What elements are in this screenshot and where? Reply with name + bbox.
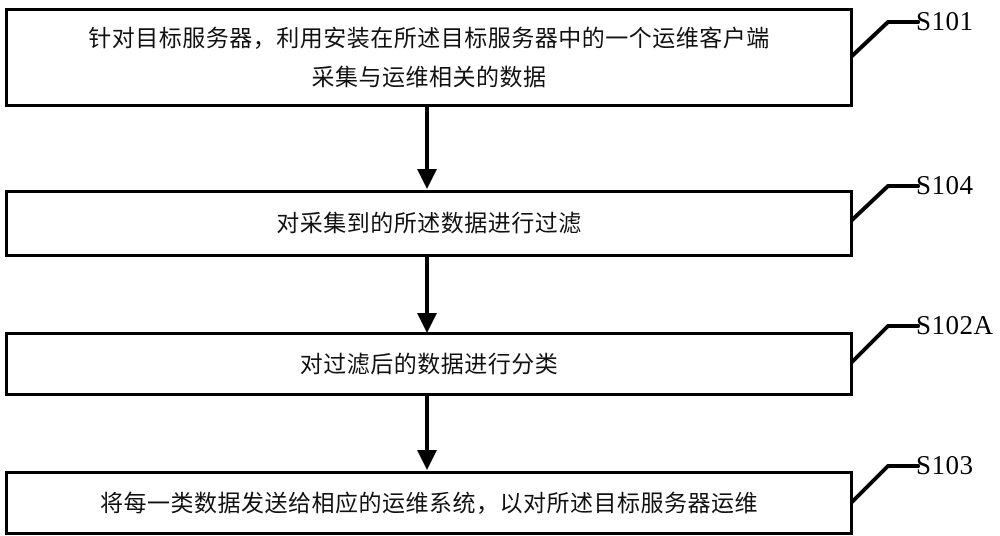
step-box-s102a: 对过滤后的数据进行分类 xyxy=(5,332,853,396)
step-text-s104: 对采集到的所述数据进行过滤 xyxy=(276,210,582,236)
step-text-s102a: 对过滤后的数据进行分类 xyxy=(299,350,559,377)
step-label-s104: S104 xyxy=(916,170,974,200)
step-text-s101: 针对目标服务器，利用安装在所述目标服务器中的一个运维客户端 采集与运维相关的数据 xyxy=(88,24,770,90)
connector-s102a-s103 xyxy=(405,396,449,474)
step-box-s103: 将每一类数据发送给相应的运维系统，以对所述目标服务器运维 xyxy=(5,471,853,535)
step-label-s101: S101 xyxy=(916,6,974,36)
step-label-s103: S103 xyxy=(916,450,974,480)
connector-s104-s102a xyxy=(405,257,449,335)
step-box-s101: 针对目标服务器，利用安装在所述目标服务器中的一个运维客户端 采集与运维相关的数据 xyxy=(5,8,853,107)
step-label-s102a: S102A xyxy=(916,310,994,340)
connector-s101-s104 xyxy=(405,107,449,191)
step-text-s103: 将每一类数据发送给相应的运维系统，以对所述目标服务器运维 xyxy=(100,489,758,516)
step-box-s104: 对采集到的所述数据进行过滤 xyxy=(5,190,853,257)
